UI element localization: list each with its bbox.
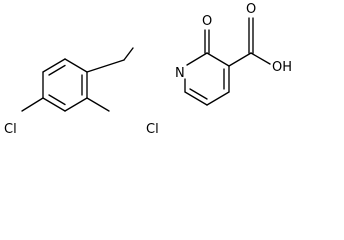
bond xyxy=(206,91,230,106)
bond xyxy=(64,58,88,73)
bond xyxy=(186,52,208,66)
o-carbonyl-label: O xyxy=(202,14,212,29)
o-acid-label: O xyxy=(246,2,256,17)
double-bond-inner xyxy=(48,64,66,76)
bond xyxy=(42,58,66,73)
cl-left-label: Cl xyxy=(4,122,17,137)
bond xyxy=(42,97,66,112)
dichlorophenyl-ring xyxy=(42,58,88,112)
cl-right-label: Cl xyxy=(146,122,159,137)
n-atom-label: N xyxy=(175,66,185,81)
molecule-diagram: Cl Cl N O O OH xyxy=(4,2,292,137)
bond-ch2-to-n xyxy=(123,47,134,61)
bond-to-oh xyxy=(250,52,271,65)
bond-to-cl-left xyxy=(21,97,44,112)
bond xyxy=(64,97,88,112)
oh-acid-label: OH xyxy=(272,60,292,75)
bond xyxy=(206,52,230,67)
bond-ring-to-ch2 xyxy=(86,59,125,73)
bond xyxy=(184,91,208,106)
bond-to-cl-right xyxy=(86,97,110,112)
double-bond-inner xyxy=(189,88,208,100)
bond-ring-to-cooh xyxy=(228,52,252,67)
pyridinone-ring xyxy=(184,52,230,106)
structure-canvas: Cl Cl N O O OH xyxy=(4,2,292,137)
double-bond-inner xyxy=(48,94,66,106)
